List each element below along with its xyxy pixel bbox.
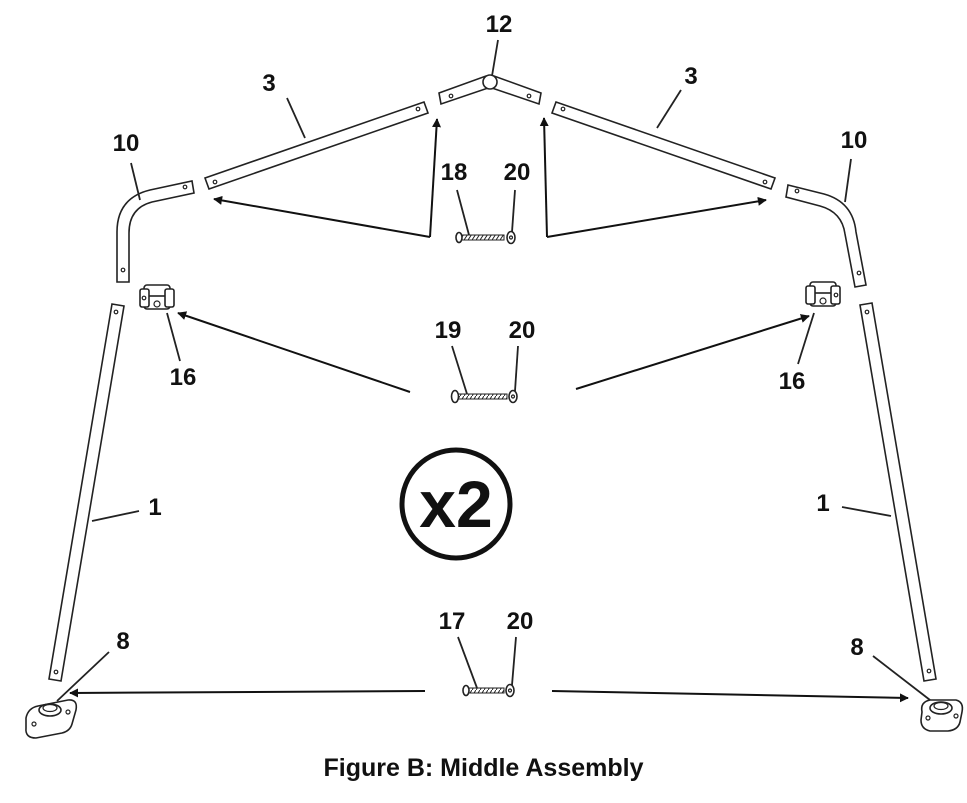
label-part-10-left: 10: [113, 130, 140, 157]
part-labels: 12 3 3 10 10 18 20 19 20 16 16 1 1 17 20…: [113, 11, 868, 661]
part-10-left-elbow: [116, 180, 195, 283]
arrow-to-left-base-plate: [69, 688, 426, 698]
label-part-17: 17: [439, 608, 466, 635]
assembly-arrows: [69, 117, 909, 703]
part-8-right-base-plate: [920, 699, 964, 732]
part-20-nut-top: [506, 230, 516, 245]
arrow-to-left-rafter: [213, 195, 431, 238]
label-part-1-left: 1: [148, 494, 161, 521]
label-part-10-right: 10: [841, 127, 868, 154]
part-19-bolt: [450, 389, 508, 404]
figure-caption: Figure B: Middle Assembly: [323, 754, 644, 782]
part-1-left-leg: [48, 303, 125, 682]
label-part-16-left: 16: [170, 364, 197, 391]
part-12-peak-connector: [438, 74, 542, 106]
arrow-to-right-peak: [539, 117, 549, 238]
label-part-12: 12: [486, 11, 513, 38]
label-part-20-bottom: 20: [507, 608, 534, 635]
label-part-19: 19: [435, 317, 462, 344]
label-part-18: 18: [441, 159, 468, 186]
arrow-to-right-rafter: [546, 196, 767, 238]
part-16-right-bracket: [805, 281, 841, 307]
quantity-multiplier-badge: x2: [399, 447, 513, 561]
label-part-8-right: 8: [850, 634, 863, 661]
label-part-16-right: 16: [779, 368, 806, 395]
part-10-right-elbow: [785, 184, 867, 288]
part-20-nut-middle: [508, 389, 518, 404]
multiplier-text: x2: [419, 467, 492, 541]
part-17-bolt: [462, 684, 505, 697]
label-part-20-top: 20: [504, 159, 531, 186]
part-3-right-rafter: [550, 100, 777, 191]
arrow-to-right-base-plate: [551, 690, 909, 703]
label-part-1-right: 1: [816, 490, 829, 517]
label-part-3-right: 3: [684, 63, 697, 90]
part-16-left-bracket: [139, 284, 175, 310]
arrow-to-right-bracket: [575, 314, 810, 390]
label-part-3-left: 3: [262, 70, 275, 97]
label-part-20-middle: 20: [509, 317, 536, 344]
part-8-left-base-plate: [25, 699, 78, 739]
leader-lines: [56, 39, 931, 702]
part-1-right-leg: [859, 302, 937, 682]
arrow-to-left-peak: [429, 118, 442, 238]
label-part-8-left: 8: [116, 628, 129, 655]
part-18-bolt: [455, 231, 505, 244]
part-3-left-rafter: [203, 100, 430, 191]
part-20-nut-bottom: [505, 683, 515, 698]
arrow-to-left-bracket: [177, 311, 411, 393]
